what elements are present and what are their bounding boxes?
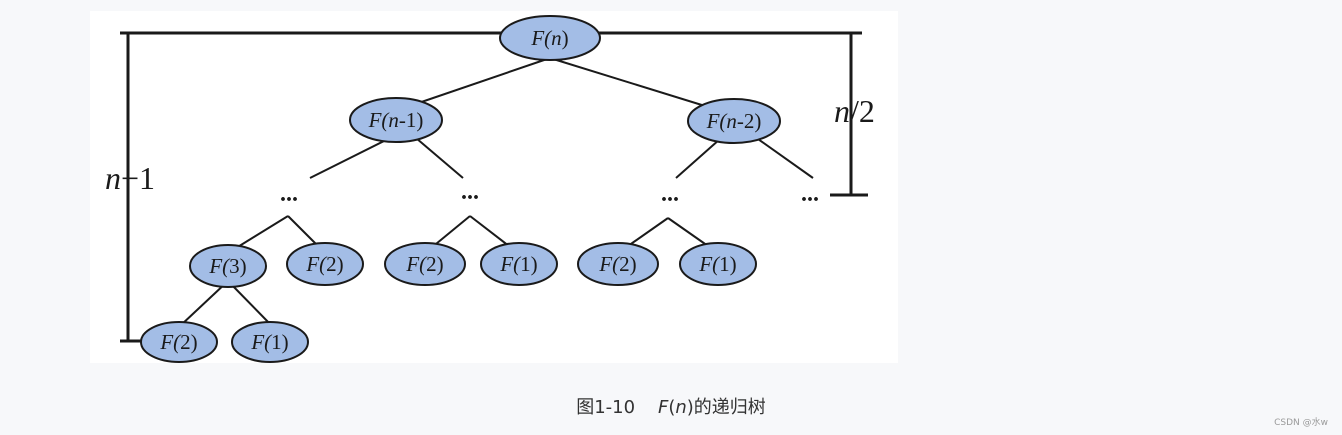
- node-label-arg: n: [726, 109, 737, 133]
- node-label-function: F(: [208, 254, 231, 278]
- left-height-rest: −1: [121, 160, 155, 196]
- figure-caption: 图1-10 F(n)的递归树: [0, 393, 1342, 419]
- node-ellipse: [140, 321, 218, 363]
- node-ellipse: [679, 242, 757, 286]
- edge-f3-f2d: [179, 280, 229, 327]
- node-label: F(n-1): [368, 108, 424, 132]
- left-height-var: n: [105, 160, 121, 196]
- node-label: F(1): [698, 252, 736, 276]
- ellipsis-group: ... ... ... ...: [280, 179, 819, 207]
- node-ellipse: [480, 242, 558, 286]
- tree-node-f2c: F(2): [577, 242, 659, 286]
- ellipsis-3: ...: [661, 181, 679, 207]
- node-label: F(n): [530, 26, 568, 50]
- node-label-suffix: 1): [719, 252, 737, 276]
- ellipsis-1: ...: [280, 181, 298, 207]
- node-label: F(2): [405, 252, 443, 276]
- right-height-rest: /2: [850, 93, 875, 129]
- tree-node-f1c: F(1): [231, 321, 309, 363]
- node-ellipse: [384, 242, 466, 286]
- node-label: F(2): [598, 252, 636, 276]
- edge-right1-dots3: [675, 138, 721, 179]
- edge-left1-dots1: [309, 137, 391, 179]
- edge-left1-dots2: [415, 137, 464, 179]
- node-label-arg: n: [551, 26, 562, 50]
- tree-node-f1a: F(1): [480, 242, 558, 286]
- caption-prefix: 图1-10: [576, 397, 636, 418]
- node-label-suffix: 2): [426, 252, 444, 276]
- height-brackets: [120, 31, 868, 343]
- caption-close-paren: ): [686, 397, 694, 418]
- node-label: F(3): [208, 254, 246, 278]
- caption-suffix: 的递归树: [693, 397, 766, 418]
- node-label-function: F(: [250, 330, 273, 354]
- node-label: F(2): [159, 330, 197, 354]
- recursion-tree-diagram: ... ... ... ... n−1 n/2 F(n)F(n-1)F(n-2)…: [105, 15, 875, 363]
- node-label-function: F(: [706, 109, 729, 133]
- node-label-suffix: -1): [399, 108, 424, 132]
- csdn-watermark: CSDN @水w: [1274, 418, 1328, 428]
- tree-node-f2d: F(2): [140, 321, 218, 363]
- node-label-suffix: -2): [737, 109, 762, 133]
- node-label-suffix: ): [562, 26, 569, 50]
- tree-node-left1: F(n-1): [349, 97, 443, 143]
- right-height-label: n/2: [834, 93, 875, 129]
- node-ellipse: [286, 242, 364, 286]
- edge-right1-dots4: [757, 138, 814, 179]
- node-label-suffix: 2): [326, 252, 344, 276]
- ellipsis-2: ...: [461, 179, 479, 205]
- tree-nodes: F(n)F(n-1)F(n-2)F(3)F(2)F(2)F(1)F(2)F(1)…: [140, 15, 781, 363]
- node-ellipse: [231, 321, 309, 363]
- node-label-suffix: 2): [180, 330, 198, 354]
- tree-node-f3: F(3): [189, 244, 267, 288]
- edge-root-right: [549, 57, 719, 111]
- edge-f3-f1c: [227, 280, 273, 327]
- node-label-function: F(: [368, 108, 391, 132]
- node-label: F(n-2): [706, 109, 762, 133]
- node-label: F(1): [499, 252, 537, 276]
- tree-node-root: F(n): [499, 15, 601, 61]
- node-label-arg: n: [388, 108, 399, 132]
- node-ellipse: [577, 242, 659, 286]
- node-label-suffix: 1): [271, 330, 289, 354]
- node-ellipse: [687, 98, 781, 144]
- recursion-tree-figure: ... ... ... ... n−1 n/2 F(n)F(n-1)F(n-2)…: [90, 11, 898, 363]
- left-height-label: n−1: [105, 160, 155, 196]
- node-label-function: F(: [159, 330, 182, 354]
- node-label-function: F(: [530, 26, 553, 50]
- caption-function: F: [657, 397, 669, 418]
- right-height-var: n: [834, 93, 850, 129]
- node-label-function: F(: [305, 252, 328, 276]
- ellipsis-4: ...: [801, 181, 819, 207]
- node-ellipse: [349, 97, 443, 143]
- caption-open-paren: (: [668, 397, 676, 418]
- node-label: F(1): [250, 330, 288, 354]
- node-label-function: F(: [598, 252, 621, 276]
- tree-node-f1b: F(1): [679, 242, 757, 286]
- node-label: F(2): [305, 252, 343, 276]
- tree-node-right1: F(n-2): [687, 98, 781, 144]
- node-label-suffix: 2): [619, 252, 637, 276]
- tree-node-f2a: F(2): [286, 242, 364, 286]
- tree-node-f2b: F(2): [384, 242, 466, 286]
- node-ellipse: [189, 244, 267, 288]
- caption-arg: n: [675, 397, 687, 418]
- node-label-function: F(: [405, 252, 428, 276]
- node-label-suffix: 1): [520, 252, 538, 276]
- node-ellipse: [499, 15, 601, 61]
- node-label-suffix: 3): [229, 254, 247, 278]
- node-label-function: F(: [698, 252, 721, 276]
- node-label-function: F(: [499, 252, 522, 276]
